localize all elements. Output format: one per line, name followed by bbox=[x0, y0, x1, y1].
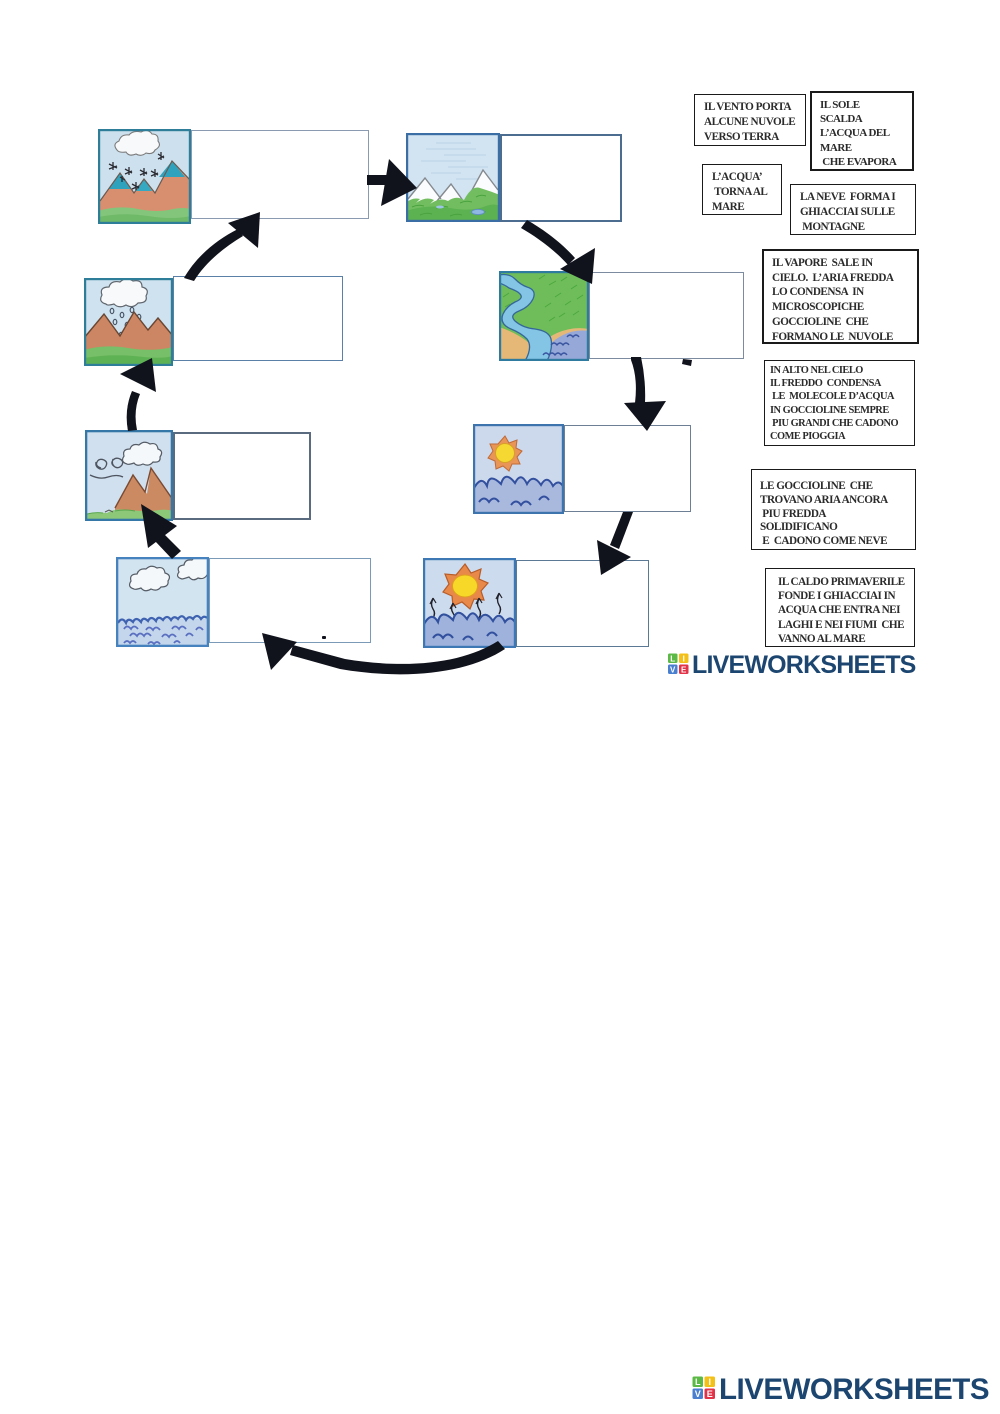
svg-text:I: I bbox=[683, 654, 685, 663]
svg-text:L: L bbox=[695, 1377, 701, 1387]
svg-text:E: E bbox=[707, 1389, 713, 1399]
svg-text:V: V bbox=[695, 1389, 701, 1399]
svg-text:LIVEWORKSHEETS: LIVEWORKSHEETS bbox=[692, 652, 916, 678]
svg-text:V: V bbox=[670, 665, 676, 674]
svg-text:E: E bbox=[681, 665, 687, 674]
svg-text:L: L bbox=[670, 654, 675, 663]
svg-text:LIVEWORKSHEETS: LIVEWORKSHEETS bbox=[719, 1373, 989, 1401]
svg-text:I: I bbox=[708, 1377, 711, 1387]
